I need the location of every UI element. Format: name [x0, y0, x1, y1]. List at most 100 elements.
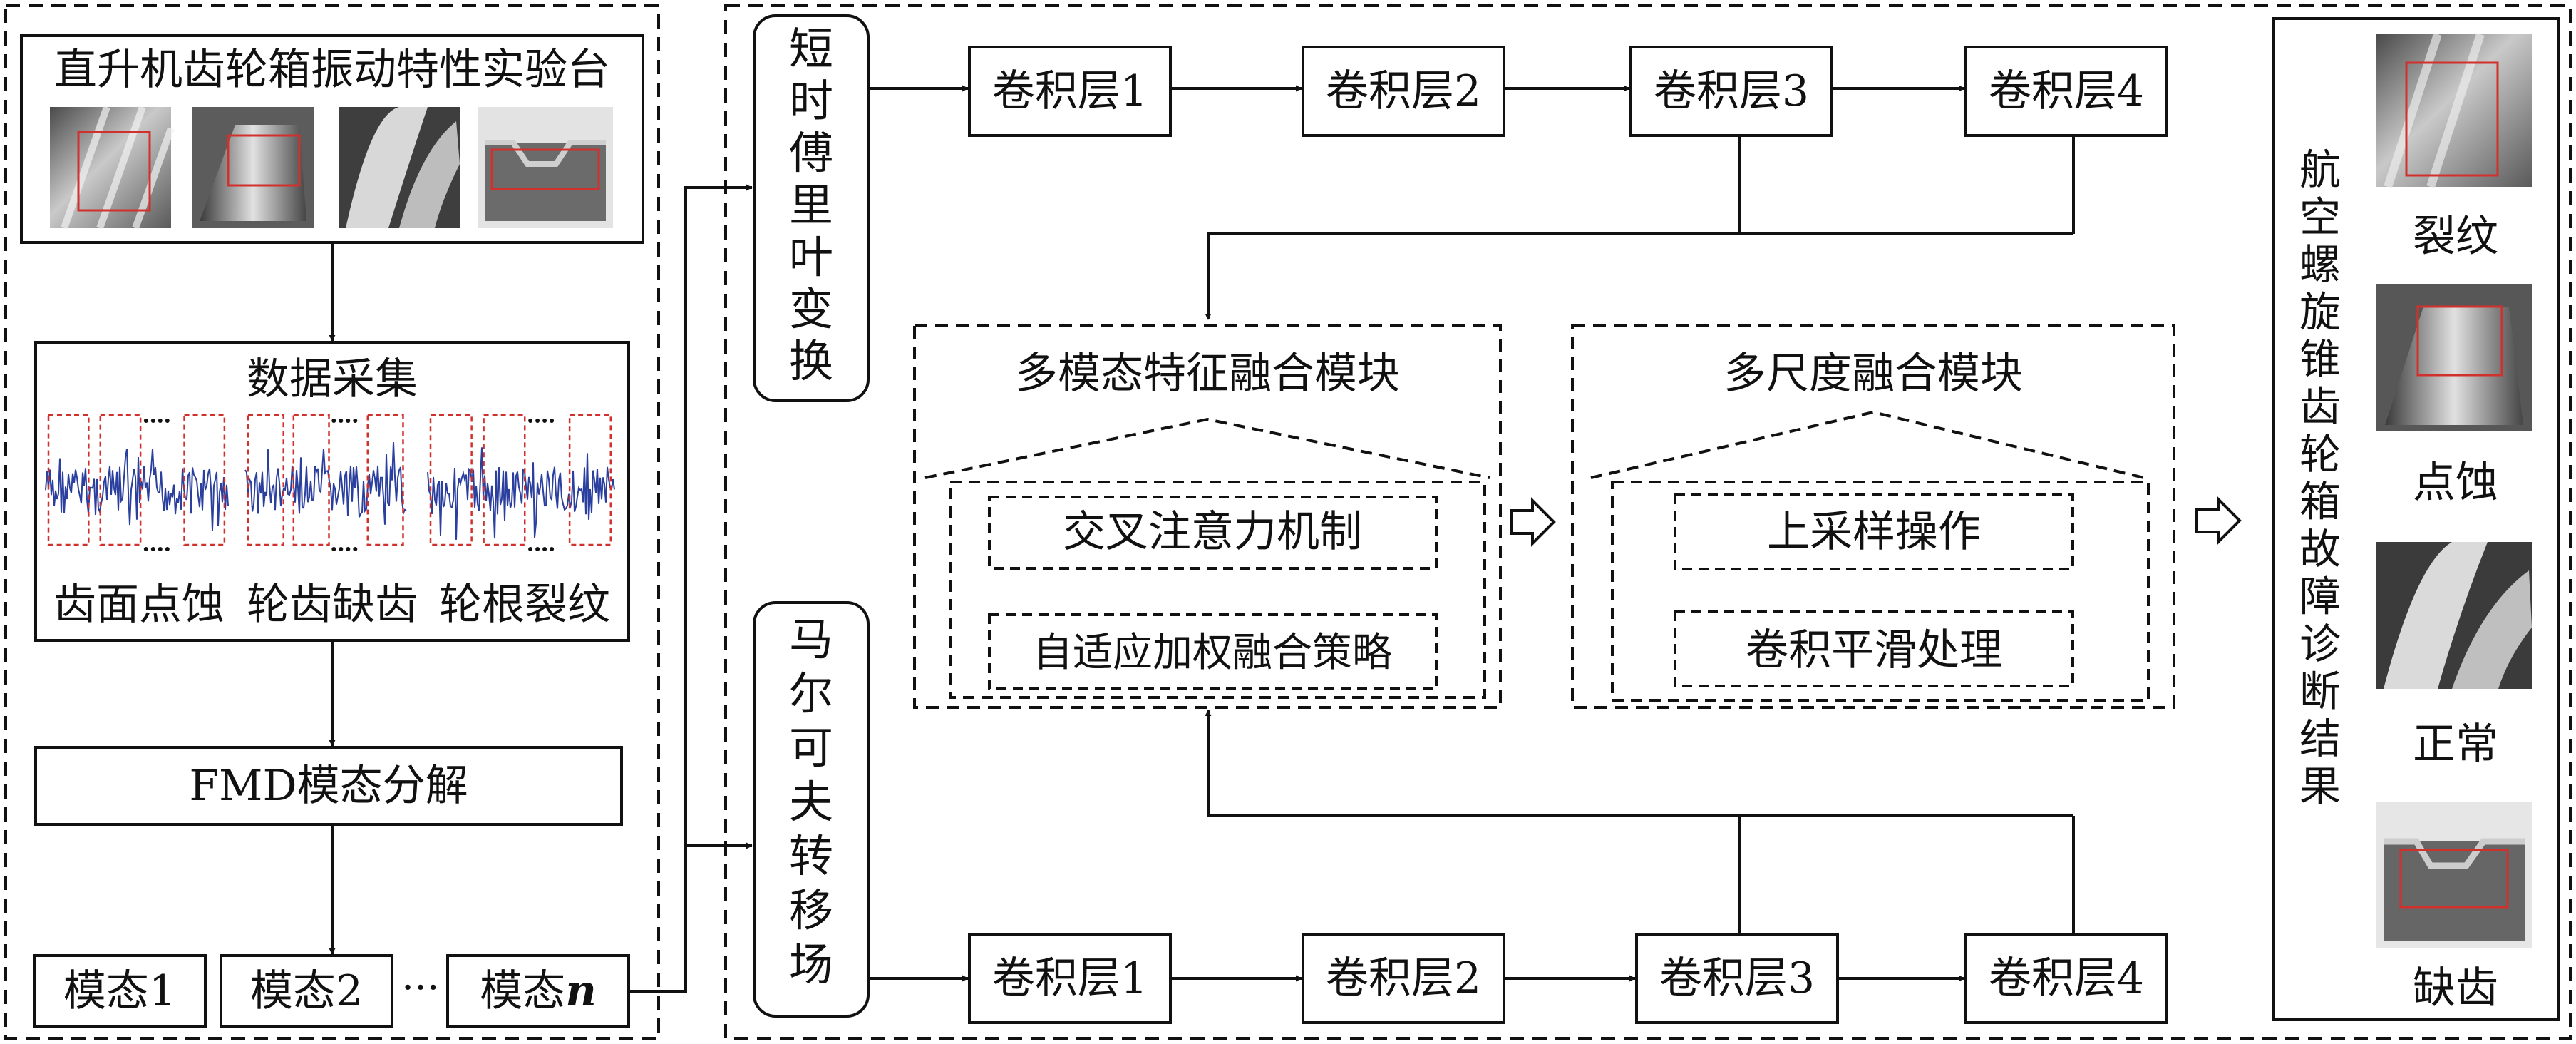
ellipsis-dot [550, 419, 555, 423]
testbench-box: 直升机齿轮箱振动特性实验台 [20, 34, 644, 244]
ellipsis-dot [143, 547, 148, 551]
ellipsis-dot [528, 419, 533, 423]
ellipsis-dot [346, 547, 351, 551]
signal-segment-box [99, 414, 142, 546]
cross-attention-label: 交叉注意力机制 [1063, 507, 1362, 557]
result-title-char: 故 [2299, 525, 2341, 573]
markov-label-char: 转 [789, 830, 833, 882]
top-conv-2-box [1302, 46, 1505, 137]
multiscale-title: 多尺度融合模块 [1724, 349, 2023, 399]
result-title-char: 锥 [2299, 335, 2341, 384]
markov-label-char: 移 [789, 884, 833, 936]
ellipsis-dot [542, 547, 547, 551]
result-title-char: 障 [2299, 573, 2341, 621]
signal-segment-box [47, 414, 90, 546]
result-title-char: 断 [2299, 667, 2341, 716]
bottom-conv-1-box [968, 933, 1172, 1024]
adaptive-fusion-box [988, 613, 1438, 690]
signal-segment-box [429, 414, 473, 546]
ellipsis-dot [158, 547, 163, 551]
left-panel: 直升机齿轮箱振动特性实验台 [4, 4, 660, 1040]
ellipsis-dot [339, 419, 344, 423]
result-class-crack: 裂纹 [2413, 212, 2498, 262]
markov-label-char: 场 [789, 938, 833, 991]
result-class-missing-tooth: 缺齿 [2413, 963, 2498, 1013]
bottom-conv-3-label: 卷积层3 [1659, 953, 1815, 1003]
bottom-conv-4-label: 卷积层4 [1989, 953, 2144, 1003]
mode-ellipsis: ··· [401, 965, 439, 1011]
bottom-conv-2-box [1302, 933, 1505, 1024]
multiscale-fusion-module: 多尺度融合模块 上采样操作 卷积平滑处理 [1571, 324, 2175, 709]
hollow-arrow-result [2195, 496, 2242, 546]
multimodal-title: 多模态特征融合模块 [1015, 349, 1400, 399]
signal-segment-box [366, 414, 404, 546]
signal-segment-box [183, 414, 226, 546]
mode-1-box [33, 954, 207, 1028]
top-conv-2-label: 卷积层2 [1326, 66, 1481, 116]
stft-label-char: 短 [789, 23, 833, 75]
ellipsis-dot [143, 419, 148, 423]
ellipsis-dot [535, 547, 540, 551]
signal-segment-box [568, 414, 612, 546]
gear-photo-normal [339, 107, 460, 228]
result-title-char: 旋 [2299, 288, 2341, 337]
fault-label-missing: 轮齿缺齿 [247, 580, 418, 630]
upsampling-box [1674, 493, 2074, 570]
ellipsis-dot [353, 419, 358, 423]
multimodal-fusion-module: 多模态特征融合模块 交叉注意力机制 自适应加权融合策略 [913, 324, 1502, 709]
ellipsis-dot [339, 547, 344, 551]
ellipsis-dot [165, 419, 170, 423]
result-title-char: 齿 [2299, 383, 2341, 431]
signal-waveform [244, 441, 407, 525]
result-photo-pitting [2376, 284, 2532, 431]
mode-1-label: 模态1 [63, 966, 176, 1016]
stft-label-char: 换 [789, 335, 833, 387]
ellipsis-dot [150, 547, 155, 551]
ellipsis-dot [158, 419, 163, 423]
fault-label-crack: 轮根裂纹 [439, 580, 610, 630]
bottom-conv-chain: 卷积层1 卷积层2 卷积层3 卷积层4 [868, 710, 2168, 1024]
markov-label-char: 可 [789, 722, 833, 774]
result-photo-missing-tooth [2376, 802, 2532, 948]
result-title-char: 诊 [2299, 620, 2341, 668]
mode-boxes: 模态1 模态2 ··· 模态n [33, 954, 630, 1028]
top-conv-chain: 卷积层1 卷积层2 卷积层3 卷积层4 [868, 46, 2168, 320]
result-title-char: 果 [2299, 762, 2341, 811]
acquisition-title: 数据采集 [247, 354, 418, 404]
mode-n-box [446, 954, 630, 1028]
fmd-label: FMD模态分解 [189, 761, 468, 811]
upsampling-label: 上采样操作 [1767, 507, 1981, 557]
ellipsis-dot [331, 547, 336, 551]
ellipsis-dot [535, 419, 540, 423]
ellipsis-dot [346, 419, 351, 423]
bottom-conv-2-label: 卷积层2 [1326, 953, 1481, 1003]
result-title-char: 航 [2299, 145, 2341, 194]
ellipsis-dot [353, 547, 358, 551]
gear-photo-crack [50, 106, 175, 230]
top-conv-1-box [968, 46, 1172, 137]
adaptive-fusion-label: 自适应加权融合策略 [1033, 630, 1392, 676]
top-feature-merge-line [1205, 135, 1741, 320]
top-conv-1-label: 卷积层1 [992, 66, 1148, 116]
stft-label-char: 傅 [789, 127, 833, 179]
markov-label-char: 夫 [789, 776, 833, 828]
testbench-title: 直升机齿轮箱振动特性实验台 [54, 45, 610, 95]
mode-n-label: 模态n [480, 966, 597, 1016]
top-conv-3-box [1629, 46, 1833, 137]
signal-waveform [427, 447, 615, 540]
signal-waveform [45, 449, 229, 531]
gear-photo-missing-tooth [478, 107, 613, 228]
result-class-normal: 正常 [2413, 720, 2498, 769]
ellipsis-dot [550, 547, 555, 551]
markov-label-char: 尔 [789, 667, 833, 720]
mode-to-branch-connector [629, 184, 753, 993]
mode-2-label: 模态2 [250, 966, 363, 1016]
vibration-signals [45, 414, 615, 551]
result-title-char: 轮 [2299, 430, 2341, 478]
markov-label-char: 马 [789, 613, 833, 665]
